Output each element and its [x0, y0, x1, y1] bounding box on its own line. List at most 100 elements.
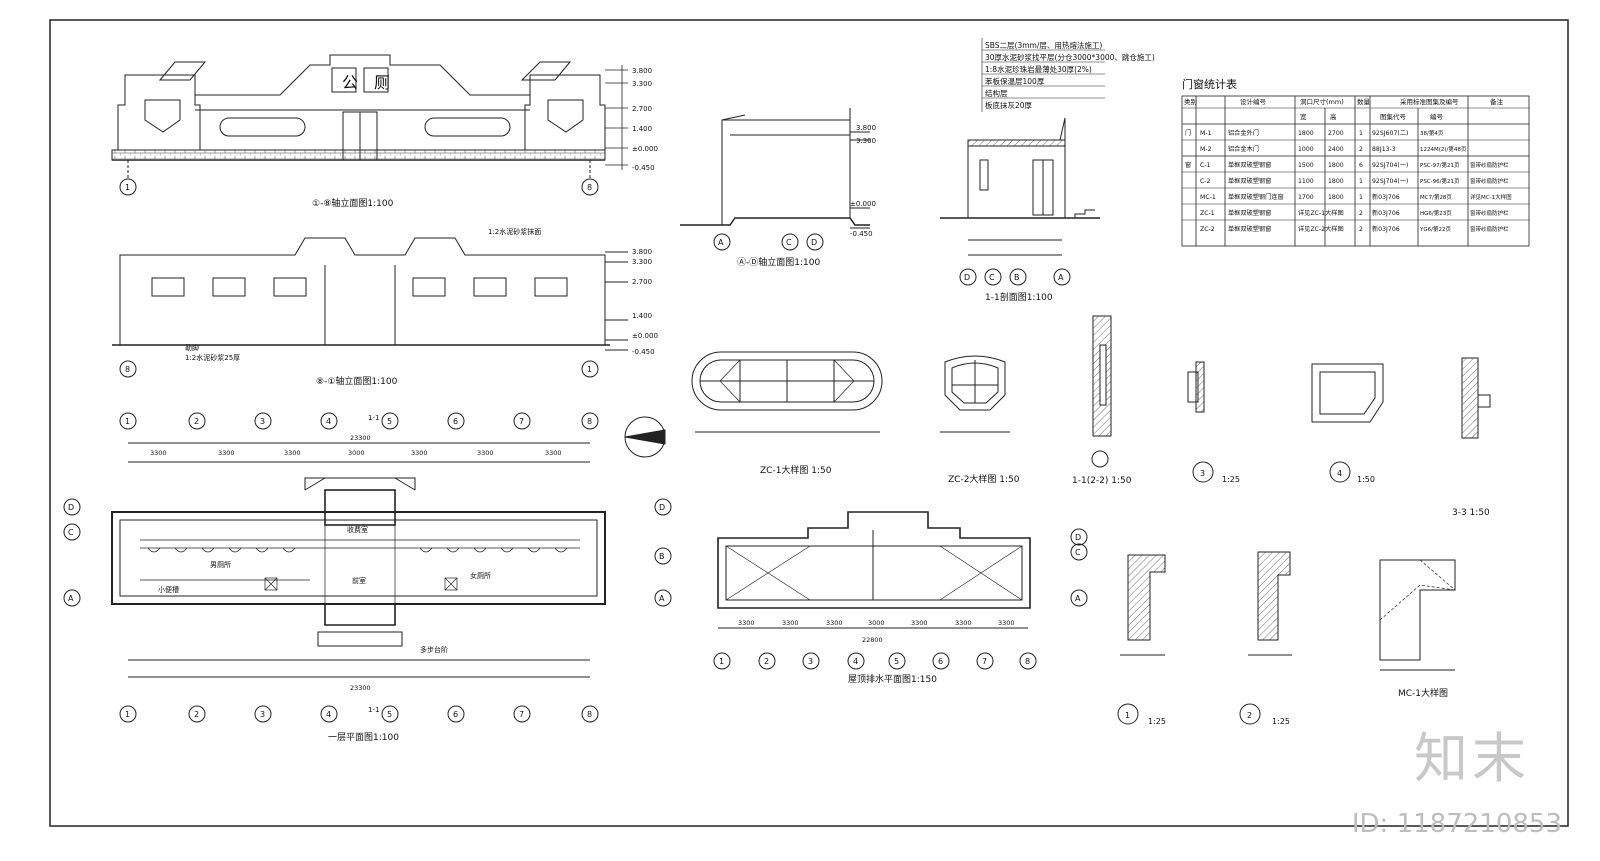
plan-dim-4: 3000: [348, 449, 365, 457]
table-header-1: 设计编号: [1240, 97, 1267, 106]
table-cell: 详见MC-1大样图: [1470, 193, 1512, 201]
rear-grid-1: 1: [587, 365, 592, 374]
plan-grid-5: 5: [387, 417, 392, 426]
table-header-5: 备注: [1490, 97, 1504, 106]
table-cell: 铝合金木门: [1228, 145, 1259, 153]
section-1-1: [940, 117, 1100, 286]
table-cell: 1800: [1328, 162, 1344, 169]
plan-grid-7-bottom: 7: [519, 710, 524, 719]
rear-level-minus-0450: -0.450: [632, 348, 655, 356]
plan-dim-1: 3300: [150, 449, 167, 457]
table-cell: 1800: [1328, 194, 1344, 201]
table-cell: ZC-1: [1200, 210, 1215, 217]
zc1-detail: [691, 351, 883, 433]
table-cell: 窗带纱扇防护栏: [1470, 225, 1509, 233]
rear-grid-8: 8: [125, 365, 130, 374]
roof-layer-notes: SBS二层(3mm/层、用热熔法施工) 30厚水泥砂浆找平层(分仓3000*30…: [985, 40, 1155, 110]
table-cell: 38/第4页: [1420, 129, 1444, 137]
table-cell: 2: [1359, 146, 1363, 153]
roof-layer-1: SBS二层(3mm/层、用热熔法施工): [985, 40, 1102, 50]
roof-dim-5: 3300: [911, 619, 928, 627]
section-grid-A: A: [1058, 273, 1064, 282]
plinth-label: 勒脚: [185, 343, 199, 352]
table-cell: 单框双玻塑钢窗: [1228, 209, 1271, 217]
table-cell: 单框双玻塑钢窗: [1228, 161, 1271, 169]
sign-char-2: 厕: [374, 73, 390, 92]
level-minus-0450: -0.450: [632, 164, 655, 172]
table-subheader-0: 宽: [1300, 112, 1307, 121]
roof-grid-7: 7: [982, 657, 987, 666]
roof-grid-6: 6: [938, 657, 943, 666]
table-cell: 新03J706: [1372, 209, 1400, 217]
eave-detail-1-scale: 1:25: [1148, 717, 1166, 726]
room-men: 男厕所: [210, 560, 231, 569]
section-grid-B: B: [1014, 273, 1020, 282]
side-grid-A: A: [718, 238, 724, 247]
steps-label: 多步台阶: [420, 645, 448, 654]
roof-layer-4: 苯板保温层100厚: [985, 76, 1045, 86]
table-header-2: 洞口尺寸(mm): [1300, 97, 1344, 106]
plan-dim-7: 3300: [545, 449, 562, 457]
zc2-detail: [940, 355, 1010, 433]
mc1-title: MC-1大样图: [1398, 687, 1448, 699]
table-cell: 2: [1359, 226, 1363, 233]
plan-grid-3: 3: [260, 417, 265, 426]
watermark-id: ID: 1187210853: [1351, 809, 1562, 839]
plan-grid-1: 1: [125, 417, 130, 426]
plan-grid-2: 2: [194, 417, 199, 426]
roof-layer-2: 30厚水泥砂浆找平层(分仓3000*3000、跳仓施工): [985, 52, 1155, 62]
plan-grid-C: C: [68, 528, 74, 537]
plan-grid-A-right: A: [659, 594, 665, 603]
roof-dim-6: 3300: [955, 619, 972, 627]
floor-plan-title: 一层平面图1:100: [328, 732, 399, 743]
table-subheader-1: 高: [1330, 112, 1337, 121]
table-cell: 1800: [1298, 130, 1314, 137]
roof-plan: [713, 511, 1088, 670]
section-mark-bottom: 1-1: [368, 706, 379, 714]
rear-elevation-title: ⑧-①轴立面图1:100: [316, 375, 398, 387]
plinth-note: 1:2水泥砂浆25厚: [185, 353, 240, 362]
rear-level-3300: 3.300: [632, 258, 652, 266]
table-title: 门窗统计表: [1182, 77, 1237, 91]
table-header-3: 数量: [1357, 97, 1371, 106]
side-level-3800: 3.800: [856, 124, 876, 132]
rear-level-3800: 3.800: [632, 248, 652, 256]
table-cell: 92SJ704(一): [1372, 162, 1408, 169]
roof-dim-1: 3300: [738, 619, 755, 627]
roof-grid-2: 2: [764, 657, 769, 666]
table-cell: YG6/第22页: [1419, 225, 1451, 233]
plan-grid-6: 6: [453, 417, 458, 426]
rear-level-1400: 1.400: [632, 312, 652, 320]
table-subheader-2: 图集代号: [1380, 112, 1407, 121]
eave-detail-1-number: 1: [1125, 711, 1130, 720]
room-urinal: 小便槽: [158, 585, 179, 594]
plan-grid-6-bottom: 6: [453, 710, 458, 719]
table-cell: 1224M(2)/第48页: [1420, 145, 1467, 153]
plan-dim-total: 23300: [350, 434, 371, 442]
table-cell: 1: [1359, 130, 1363, 137]
table-cell: 1100: [1298, 178, 1314, 185]
plan-dim-total-bottom: 23300: [350, 684, 371, 692]
detail-3-scale: 1:25: [1222, 475, 1240, 484]
side-level-3300: 3.300: [856, 137, 876, 145]
eave-detail-2: [1239, 551, 1292, 725]
table-cell: 窗带纱扇防护栏: [1470, 177, 1509, 185]
level-3800: 3.800: [632, 67, 652, 75]
table-cell: 详见ZC-2大样图: [1298, 225, 1344, 233]
detail-4-number: 4: [1337, 469, 1342, 478]
level-3300: 3.300: [632, 80, 652, 88]
plan-dim-6: 3300: [477, 449, 494, 457]
plan-grid-D-right: D: [659, 503, 665, 512]
rear-elevation: [112, 237, 628, 378]
roof-plan-title: 屋顶排水平面图1:150: [848, 673, 937, 685]
roof-grid-4: 4: [853, 657, 858, 666]
eave-detail-2-number: 2: [1247, 711, 1252, 720]
room-booth: 收费室: [347, 525, 368, 534]
roof-layer-6: 板底抹灰20厚: [985, 100, 1033, 110]
table-subheader-3: 编号: [1430, 112, 1444, 121]
plan-grid-1-bottom: 1: [125, 710, 130, 719]
section-grid-D: D: [964, 273, 970, 282]
sign-char-1: 公: [342, 73, 358, 92]
plan-grid-D: D: [68, 503, 74, 512]
